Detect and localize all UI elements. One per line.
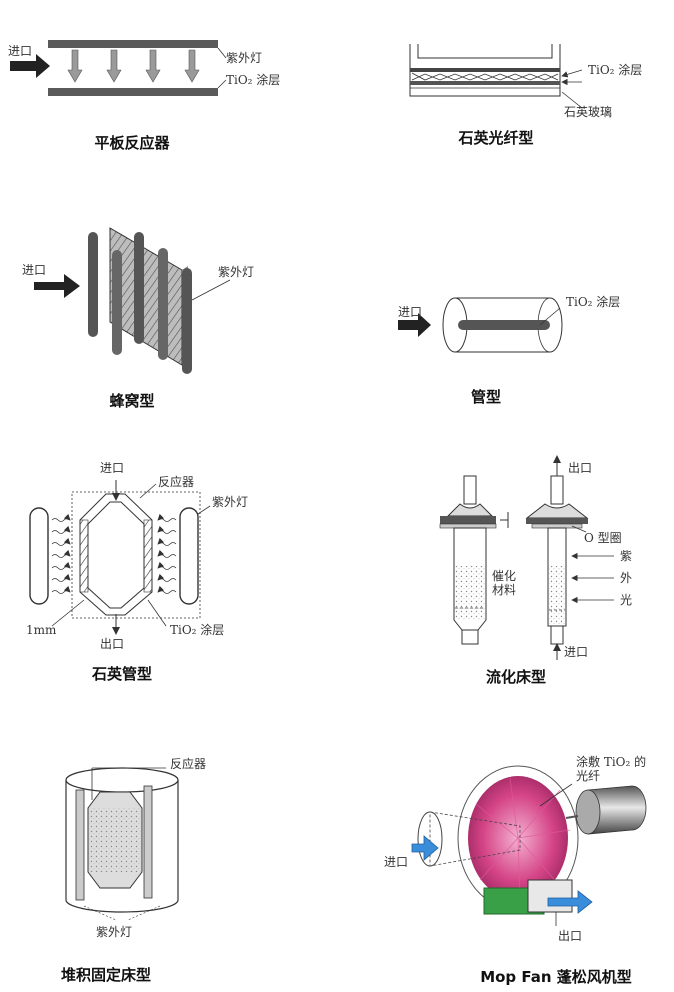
- caption-mop-fan: Mop Fan 蓬松风机型: [480, 968, 632, 986]
- outlet-label-6: 出口: [568, 461, 592, 475]
- uv-lamp-label-3: 紫外灯: [218, 265, 254, 279]
- honeycomb-diagram: 进口 紫外灯 蜂窝型: [22, 228, 254, 410]
- coated-fiber-label-1: 涂敷 TiO₂ 的: [576, 754, 646, 769]
- catalyst-label-1: 催化: [492, 569, 516, 583]
- caption-quartz-fiber: 石英光纤型: [457, 129, 533, 147]
- uv-lamp-3: [134, 232, 144, 344]
- tio2-label: TiO₂ 涂层: [226, 72, 280, 87]
- quartz-tube-diagram: 进口 出口 反应器 紫外灯 1mm TiO₂ 涂层 石英管型: [26, 461, 248, 683]
- uv-char-1: 紫: [620, 549, 632, 563]
- tio2-label-4: TiO₂ 涂层: [566, 294, 620, 309]
- uv-lamp-4: [158, 248, 168, 360]
- uv-lamp-5: [182, 268, 192, 374]
- o-ring-label: O 型圈: [584, 531, 622, 545]
- reactor-label-7: 反应器: [170, 756, 206, 771]
- tio2-label-5: TiO₂ 涂层: [170, 622, 224, 637]
- one-mm-label: 1mm: [26, 623, 57, 637]
- packed-bed-diagram: 反应器 紫外灯 堆积固定床型: [61, 756, 206, 984]
- caption-flat-plate: 平板反应器: [94, 134, 170, 152]
- tio2-label-2: TiO₂ 涂层: [588, 62, 642, 77]
- fluidized-bed-diagram: 出口 进口 O 型圈 紫 外 光 催化 材料 流化床型: [440, 456, 632, 686]
- uv-lamp-plate: [48, 40, 218, 48]
- uv-char-2: 外: [620, 571, 632, 585]
- uv-char-3: 光: [620, 593, 632, 607]
- inlet-arrow-3: [34, 274, 80, 298]
- uv-lamp-left: [30, 508, 48, 604]
- uv-lamp-1: [88, 232, 98, 337]
- inlet-label-8: 进口: [384, 855, 408, 869]
- mop-fan-diagram: 进口 出口 涂敷 TiO₂ 的 光纤 Mop Fan 蓬松风机型: [384, 754, 646, 986]
- caption-honeycomb: 蜂窝型: [109, 392, 154, 410]
- coated-rod: [458, 320, 550, 330]
- uv-lamp-label-7: 紫外灯: [96, 925, 132, 939]
- inlet-label-4: 进口: [398, 305, 422, 319]
- outlet-label-5: 出口: [100, 637, 124, 651]
- inlet-label-5: 进口: [100, 461, 124, 475]
- uv-lamp-right: [180, 508, 198, 604]
- caption-quartz-tube: 石英管型: [91, 665, 152, 683]
- coated-plate: [48, 88, 218, 96]
- inlet-label-6: 进口: [564, 645, 588, 659]
- uv-lamp-2: [112, 250, 122, 355]
- tube-diagram: 进口 TiO₂ 涂层 管型: [398, 294, 620, 406]
- caption-packed-bed: 堆积固定床型: [61, 966, 151, 984]
- flat-plate-diagram: 进口 紫外灯 TiO₂ 涂层 平板反应器: [8, 40, 280, 152]
- outlet-label-8: 出口: [558, 929, 582, 943]
- inlet-label: 进口: [8, 44, 32, 58]
- uv-lamp-label-5: 紫外灯: [212, 495, 248, 509]
- reactor-label-5: 反应器: [158, 474, 194, 489]
- catalyst-label-2: 材料: [492, 583, 516, 597]
- quartz-glass-label: 石英玻璃: [564, 105, 612, 119]
- inlet-arrow-8: [412, 836, 438, 860]
- inlet-label-3: 进口: [22, 263, 46, 277]
- uv-lamp-label: 紫外灯: [226, 51, 262, 65]
- caption-tube: 管型: [471, 388, 501, 406]
- coated-fiber-label-2: 光纤: [576, 769, 600, 783]
- quartz-fiber-diagram: TiO₂ 涂层 石英玻璃 石英光纤型: [410, 44, 642, 147]
- light-arrows: [68, 50, 199, 82]
- caption-fluidized-bed: 流化床型: [486, 668, 546, 686]
